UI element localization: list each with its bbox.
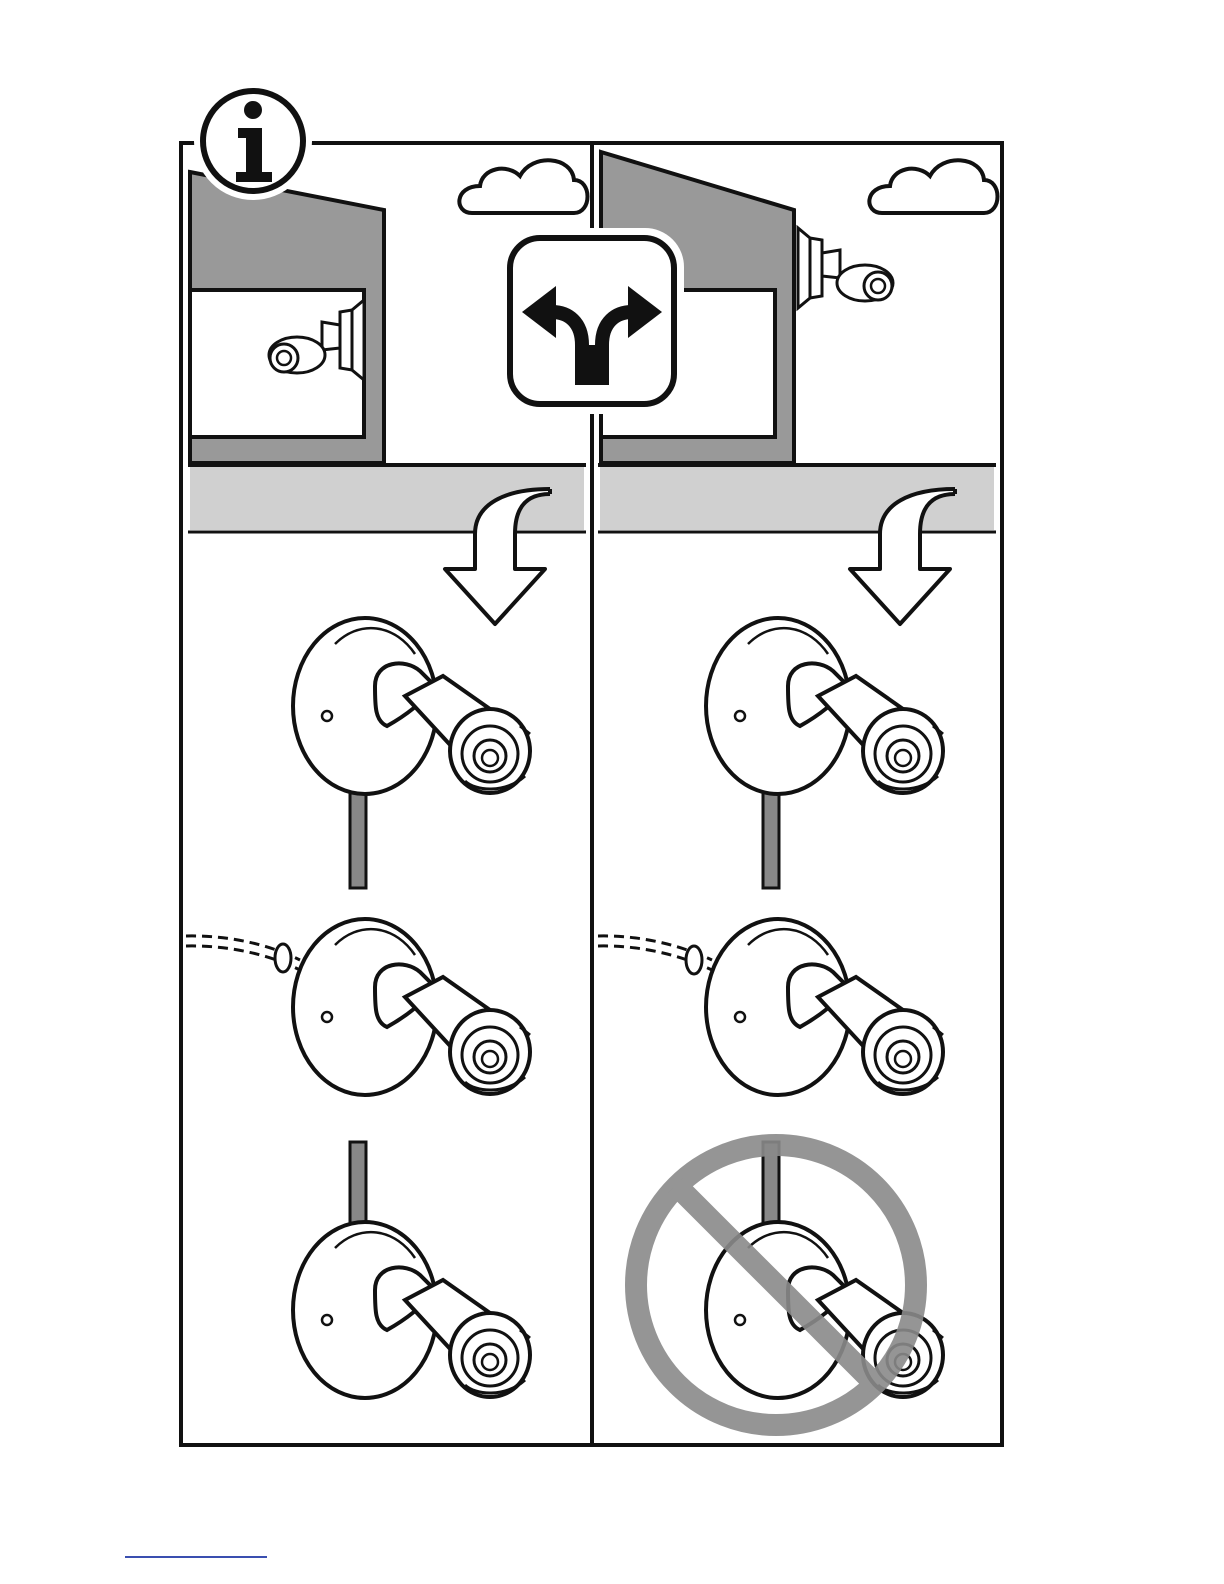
wall-illustration bbox=[190, 172, 384, 463]
footer-rule bbox=[125, 1556, 267, 1558]
fork-arrows-icon bbox=[505, 233, 679, 409]
info-icon bbox=[199, 87, 307, 195]
